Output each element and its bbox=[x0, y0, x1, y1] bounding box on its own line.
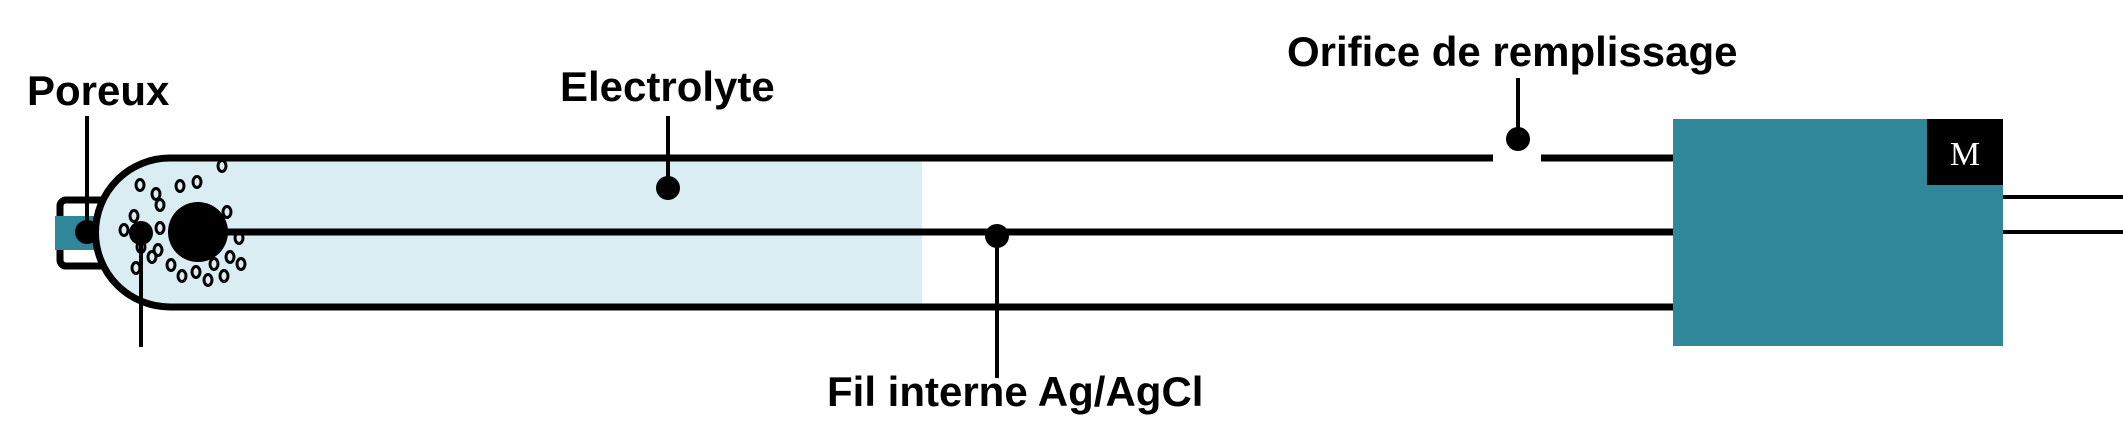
bead-pointer-dot bbox=[129, 221, 153, 245]
meter-label-box bbox=[1927, 119, 2003, 185]
fil-label: Fil interne Ag/AgCl bbox=[827, 368, 1203, 415]
agcl-bead bbox=[168, 202, 228, 262]
poreux-pointer-dot bbox=[75, 220, 99, 244]
orifice-label: Orifice de remplissage bbox=[1287, 28, 1738, 75]
orifice-pointer-dot bbox=[1506, 127, 1530, 151]
poreux-label: Poreux bbox=[27, 67, 170, 114]
electrolyte-pointer-dot bbox=[656, 176, 680, 200]
electrolyte-label: Electrolyte bbox=[560, 63, 775, 110]
kcl-crystals bbox=[118, 159, 247, 287]
fil-pointer-dot bbox=[985, 224, 1009, 248]
meter-label: M bbox=[1950, 136, 1980, 173]
